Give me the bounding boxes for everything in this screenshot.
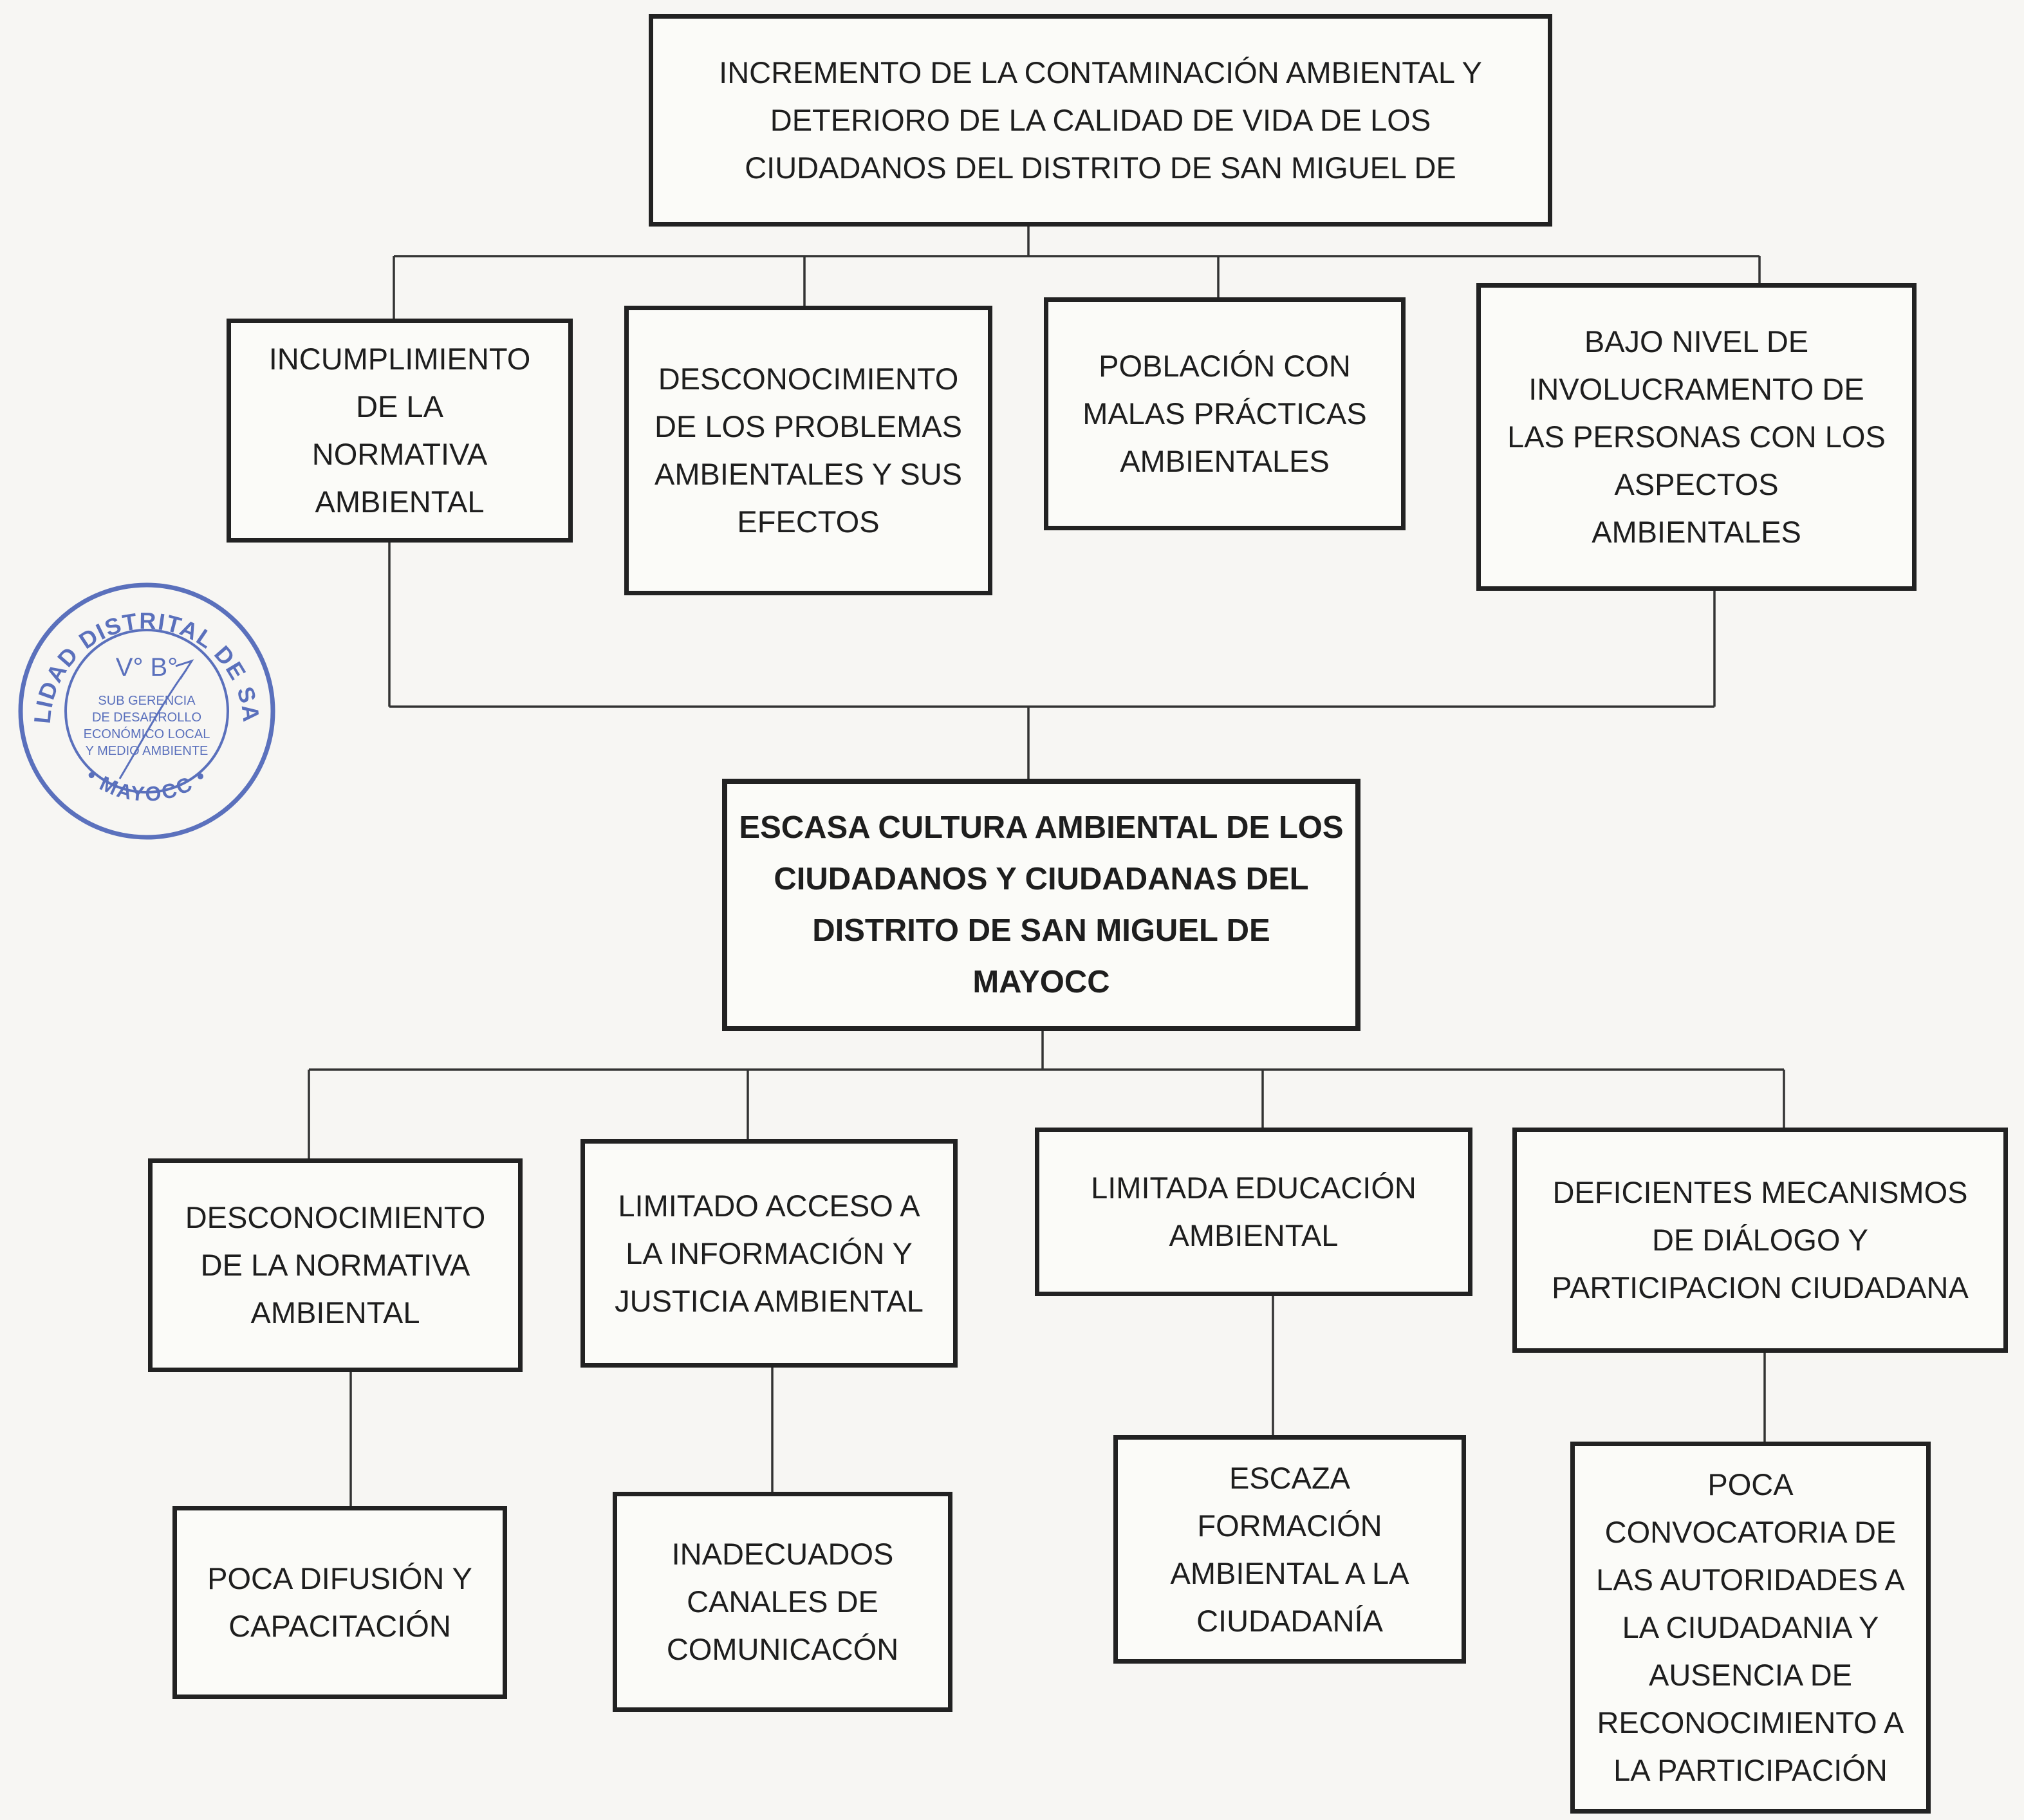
central-problem-box: ESCASA CULTURA AMBIENTAL DE LOS CIUDADAN… [722,779,1360,1031]
effect-text-3: POBLACIÓN CON MALAS PRÁCTICAS AMBIENTALE… [1082,349,1367,478]
cause-box-2: LIMITADO ACCESO A LA INFORMACIÓN Y JUSTI… [580,1139,958,1368]
effect-text-2: DESCONOCIMIENTO DE LOS PROBLEMAS AMBIENT… [654,362,962,539]
effect-top-text: INCREMENTO DE LA CONTAMINACIÓN AMBIENTAL… [719,55,1482,185]
root-cause-box-1: POCA DIFUSIÓN Y CAPACITACIÓN [172,1506,507,1699]
root-cause-text-2: INADECUADOS CANALES DE COMUNICACÓN [666,1537,899,1666]
effect-text-1: INCUMPLIMIENTO DE LA NORMATIVA AMBIENTAL [268,342,531,519]
effect-text-4: BAJO NIVEL DE INVOLUCRAMENTO DE LAS PERS… [1507,324,1886,549]
effect-box-3: POBLACIÓN CON MALAS PRÁCTICAS AMBIENTALE… [1044,297,1406,530]
cause-text-2: LIMITADO ACCESO A LA INFORMACIÓN Y JUSTI… [615,1188,924,1318]
root-cause-box-2: INADECUADOS CANALES DE COMUNICACÓN [613,1492,952,1712]
effect-box-4: BAJO NIVEL DE INVOLUCRAMENTO DE LAS PERS… [1476,283,1917,591]
cause-box-4: DEFICIENTES MECANISMOS DE DIÁLOGO Y PART… [1512,1128,2008,1353]
cause-box-3: LIMITADA EDUCACIÓN AMBIENTAL [1035,1128,1472,1296]
svg-text:• MAYOCC •: • MAYOCC • [82,763,212,806]
svg-text:Y MEDIO AMBIENTE: Y MEDIO AMBIENTE [86,744,209,758]
svg-text:DE DESARROLLO: DE DESARROLLO [92,710,201,725]
root-cause-text-4: POCA CONVOCATORIA DE LAS AUTORIDADES A L… [1596,1467,1905,1787]
cause-text-4: DEFICIENTES MECANISMOS DE DIÁLOGO Y PART… [1552,1175,1969,1305]
root-cause-text-3: ESCAZA FORMACIÓN AMBIENTAL A LA CIUDADAN… [1170,1460,1409,1638]
effect-top-box: INCREMENTO DE LA CONTAMINACIÓN AMBIENTAL… [649,14,1552,227]
cause-text-1: DESCONOCIMIENTO DE LA NORMATIVA AMBIENTA… [185,1200,486,1330]
approval-stamp: MUNICIPALIDAD DISTRITAL DE SAN MIGUEL • … [12,576,275,840]
root-cause-box-3: ESCAZA FORMACIÓN AMBIENTAL A LA CIUDADAN… [1113,1435,1466,1664]
cause-text-3: LIMITADA EDUCACIÓN AMBIENTAL [1091,1171,1416,1252]
svg-text:SUB GERENCIA: SUB GERENCIA [98,694,196,708]
root-cause-box-4: POCA CONVOCATORIA DE LAS AUTORIDADES A L… [1570,1442,1931,1814]
effect-box-2: DESCONOCIMIENTO DE LOS PROBLEMAS AMBIENT… [624,306,992,595]
central-problem-text: ESCASA CULTURA AMBIENTAL DE LOS CIUDADAN… [739,810,1344,999]
cause-box-1: DESCONOCIMIENTO DE LA NORMATIVA AMBIENTA… [148,1158,523,1372]
effect-box-1: INCUMPLIMIENTO DE LA NORMATIVA AMBIENTAL [227,319,573,543]
root-cause-text-1: POCA DIFUSIÓN Y CAPACITACIÓN [207,1561,472,1643]
svg-text:V° B°: V° B° [116,653,178,682]
